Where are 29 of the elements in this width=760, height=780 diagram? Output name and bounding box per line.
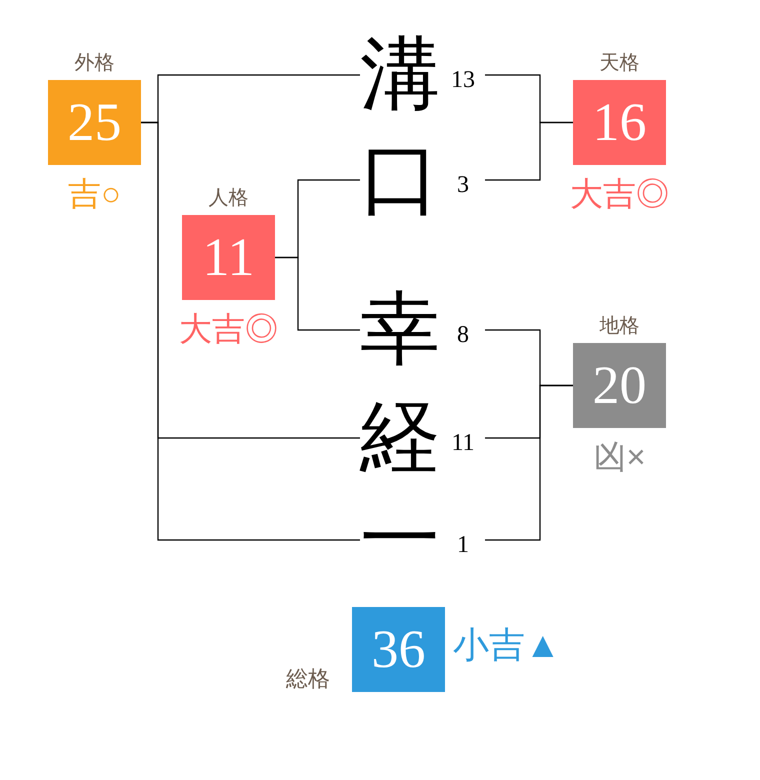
verdict-label: 大吉◎ — [570, 175, 669, 213]
name-character: 口 — [360, 140, 440, 220]
name-character: 一 — [360, 500, 440, 580]
score-tile: 11 — [182, 215, 275, 300]
name-character: 幸 — [360, 290, 440, 370]
bracket-line — [485, 122, 573, 181]
bracket-line — [485, 384, 573, 541]
name-character: 溝 — [360, 35, 440, 115]
verdict-label: 大吉◎ — [179, 310, 278, 348]
category-label: 天格 — [600, 51, 640, 75]
name-character: 経 — [360, 398, 440, 478]
score-tile: 20 — [573, 343, 666, 428]
category-label: 地格 — [600, 314, 640, 338]
category-label: 外格 — [74, 51, 114, 75]
stroke-count: 8 — [456, 321, 470, 349]
verdict-label: 小吉▲ — [453, 625, 561, 665]
category-label: 総格 — [286, 666, 330, 692]
verdict-label: 吉○ — [68, 175, 121, 213]
verdict-label: 凶× — [593, 438, 646, 476]
stroke-count: 13 — [450, 66, 476, 94]
stroke-count: 1 — [456, 531, 470, 559]
stroke-count: 11 — [450, 429, 476, 457]
score-tile: 16 — [573, 80, 666, 165]
stroke-count: 3 — [456, 171, 470, 199]
category-label: 人格 — [208, 186, 248, 210]
bracket-line — [141, 122, 360, 541]
bracket-line — [275, 256, 360, 331]
score-tile: 36 — [352, 607, 445, 692]
score-tile: 25 — [48, 80, 141, 165]
